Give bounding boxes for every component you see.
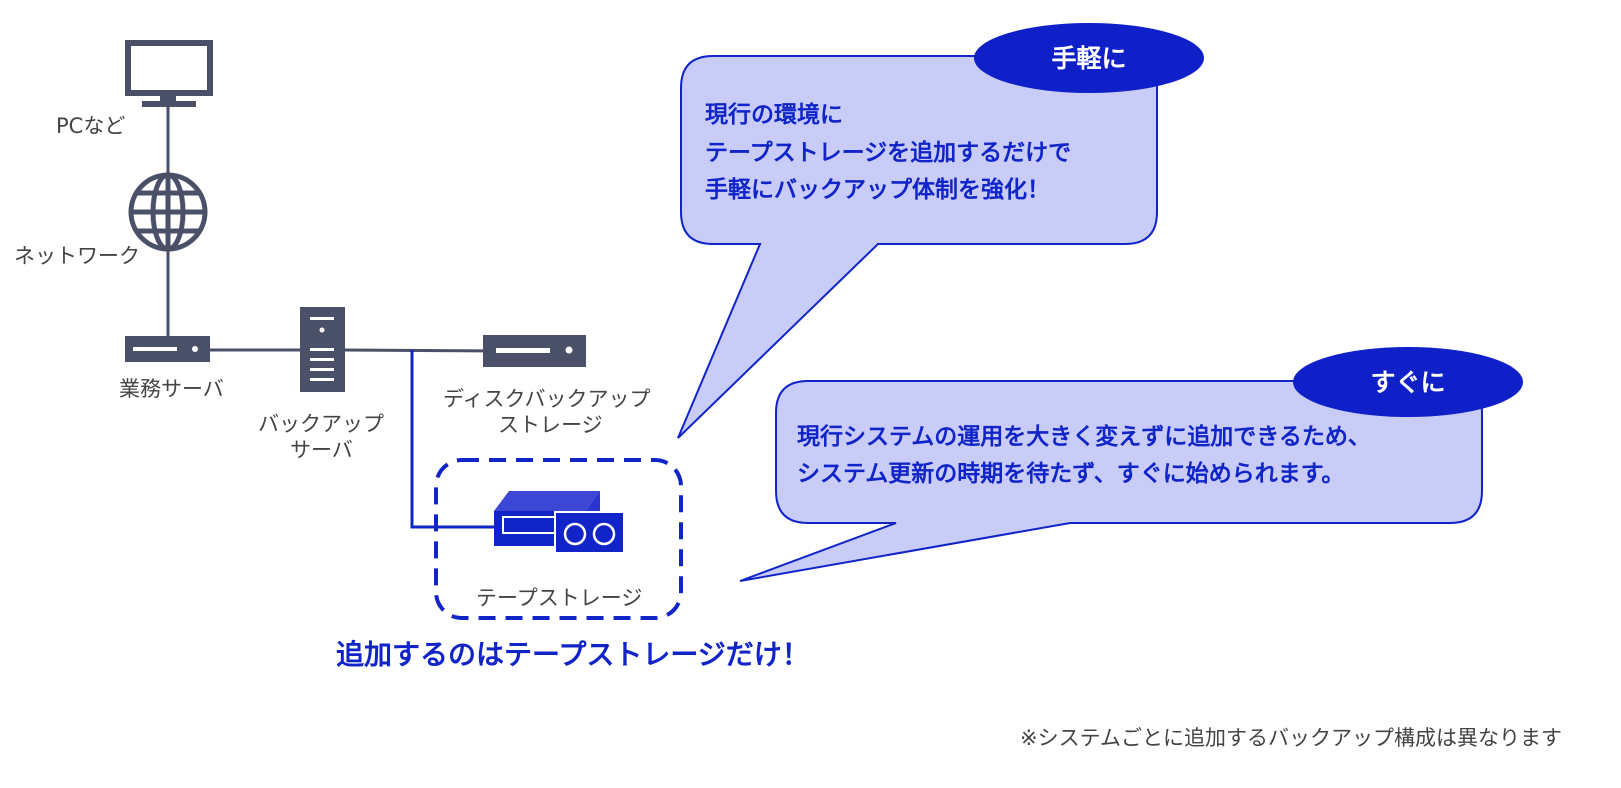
bubble-easy-line2: テープストレージを追加するだけで (705, 139, 1071, 166)
tape-storage-label: テープストレージ (476, 586, 642, 610)
bubble-soon-line1: 現行システムの運用を大きく変えずに追加できるため、 (797, 423, 1371, 450)
pc-label: PCなど (56, 114, 125, 138)
bubble-soon-line2: システム更新の時期を待たず、すぐに始められます。 (797, 460, 1344, 487)
headline: 追加するのはテープストレージだけ！ (336, 638, 810, 671)
globe-icon (128, 172, 208, 252)
tag-soon: すぐに (1370, 368, 1445, 397)
tag-soon-badge (1293, 347, 1523, 417)
bubble-easy-line3: 手軽にバックアップ体制を強化！ (705, 176, 1050, 203)
tape-highlight-box (434, 458, 683, 620)
business-server-label: 業務サーバ (119, 377, 224, 401)
disk-storage-label-line1: ディスクバックアップ (443, 387, 650, 411)
speech-bubble-easy: 手軽に 現行の環境に テープストレージを追加するだけで 手軽にバックアップ体制を… (677, 23, 1204, 439)
link-tape (410, 350, 500, 529)
tower-server-icon (300, 307, 345, 392)
monitor-icon (125, 40, 213, 107)
footnote: ※システムごとに追加するバックアップ構成は異なります (1020, 726, 1562, 750)
disk-storage-icon (483, 335, 586, 367)
backup-server-label-line2: サーバ (290, 438, 353, 462)
speech-bubble-soon: すぐに 現行システムの運用を大きく変えずに追加できるため、 システム更新の時期を… (739, 347, 1523, 582)
tape-drive-icon (494, 491, 625, 554)
network-label: ネットワーク (14, 244, 140, 268)
backup-server-label-line1: バックアップ (258, 412, 384, 436)
link-backup-disk (344, 348, 501, 353)
tag-easy-badge (974, 23, 1204, 93)
server-rack-icon (125, 336, 210, 362)
bubble-easy-line1: 現行の環境に (705, 101, 843, 128)
tag-easy: 手軽に (1051, 44, 1126, 73)
disk-storage-label-line2: ストレージ (498, 413, 603, 437)
